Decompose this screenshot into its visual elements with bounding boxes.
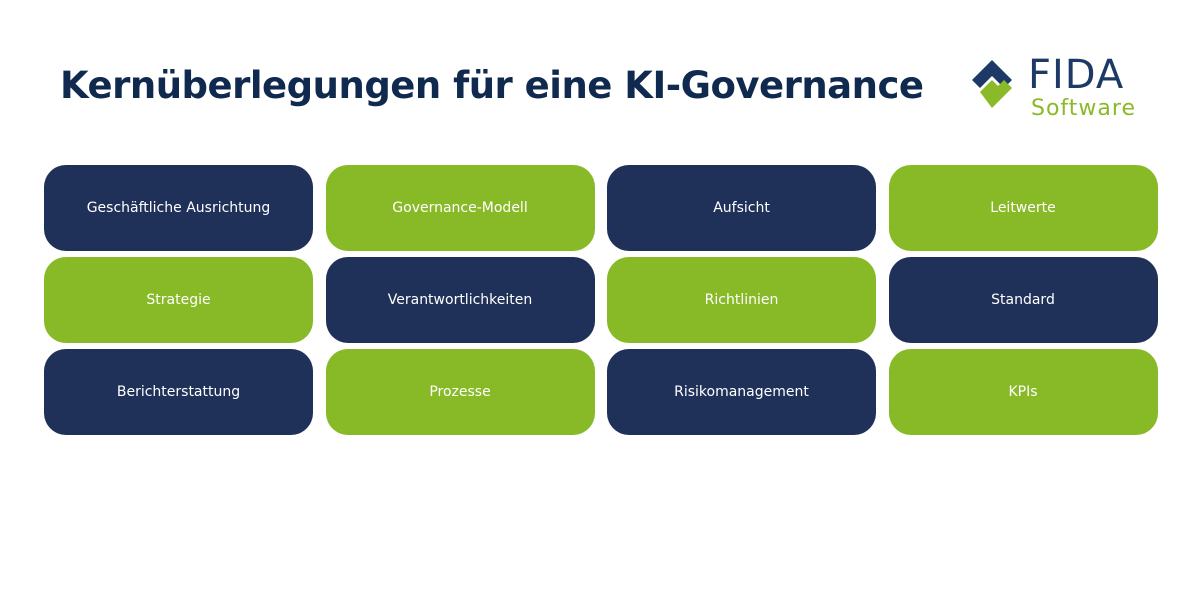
- fida-software-logo: FIDA Software: [968, 54, 1148, 124]
- tile-geschaeftliche-ausrichtung: Geschäftliche Ausrichtung: [44, 165, 313, 251]
- tile-kpis: KPIs: [888, 349, 1158, 435]
- tile-richtlinien: Richtlinien: [607, 257, 876, 343]
- logo-subtitle: Software: [1031, 96, 1136, 121]
- tile-governance-modell: Governance-Modell: [325, 165, 595, 251]
- fida-diamond-icon: [972, 60, 1012, 108]
- tile-berichterstattung: Berichterstattung: [44, 349, 313, 435]
- tile-verantwortlichkeiten: Verantwortlichkeiten: [325, 257, 595, 343]
- tile-aufsicht: Aufsicht: [607, 165, 876, 251]
- logo-name: FIDA: [1028, 52, 1125, 98]
- page-title: Kernüberlegungen für eine KI-Governance: [60, 64, 924, 107]
- tile-risikomanagement: Risikomanagement: [607, 349, 876, 435]
- tile-standard: Standard: [888, 257, 1158, 343]
- tile-prozesse: Prozesse: [325, 349, 595, 435]
- tile-strategie: Strategie: [44, 257, 313, 343]
- considerations-grid: Geschäftliche Ausrichtung Governance-Mod…: [44, 165, 1158, 435]
- tile-leitwerte: Leitwerte: [888, 165, 1158, 251]
